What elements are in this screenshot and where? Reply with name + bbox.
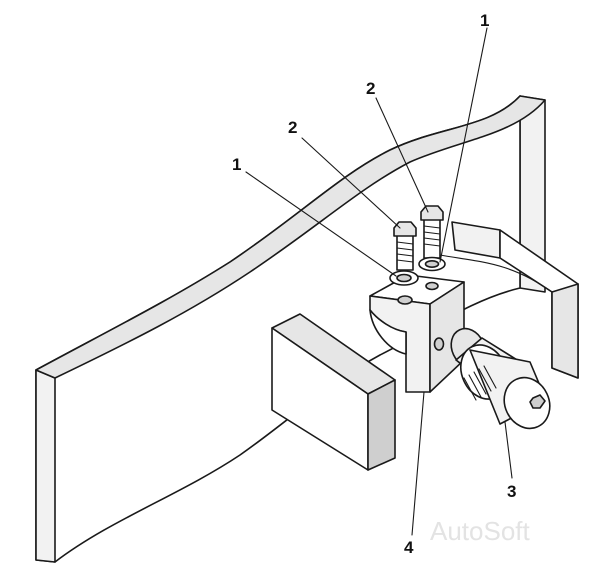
washers (389, 256, 446, 286)
washer-right (418, 256, 446, 272)
callout-bolt-right: 2 (366, 79, 375, 98)
leader-2b (375, 97, 429, 213)
support-angle (439, 221, 579, 379)
bolt-right (420, 205, 444, 259)
leader-4 (411, 391, 425, 536)
bolt-left (393, 221, 417, 271)
bracket (369, 274, 465, 393)
callout-washer-left: 1 (232, 155, 241, 174)
callout-sensor: 3 (507, 482, 516, 501)
mounting-block (271, 313, 396, 471)
leader-1b (439, 27, 488, 263)
washer-left (389, 270, 419, 286)
leader-lines (245, 27, 513, 536)
callouts: 1 1 2 2 3 4 (232, 11, 516, 557)
callout-bolt-left: 2 (288, 118, 297, 137)
leader-1a (245, 171, 397, 277)
callout-washer-right: 1 (480, 11, 489, 30)
callout-bracket: 4 (404, 538, 414, 557)
leader-3 (504, 421, 513, 479)
leader-2a (301, 137, 401, 229)
sensor (450, 327, 551, 430)
watermark: AutoSoft (430, 516, 531, 546)
